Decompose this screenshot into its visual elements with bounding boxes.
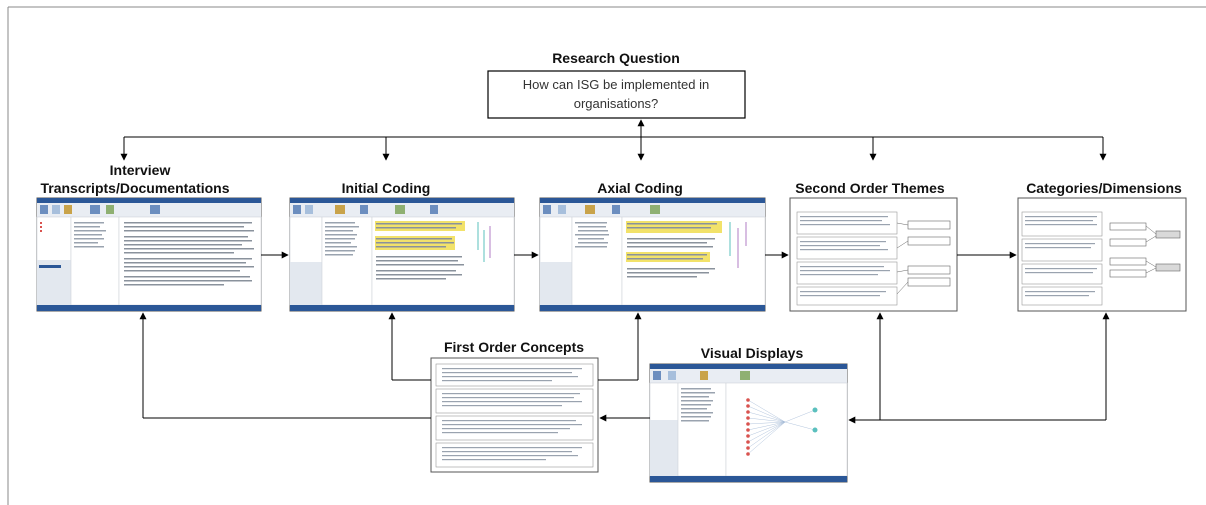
thumbnail-first-order-concepts [430,357,599,473]
stage-title-interview-line1: Interview [110,162,171,178]
research-question-box [487,70,746,119]
stage-title-interview-line2: Transcripts/Documentations [40,180,229,196]
stage-title-first-order: First Order Concepts [444,339,584,355]
thumbnail-second-order-themes [789,197,958,312]
thumbnail-axial-coding-software [539,197,766,312]
thumbnail-categories-dimensions [1017,197,1187,312]
research-question-line2: organisations? [574,96,659,111]
research-question-label: Research Question [552,50,680,66]
research-question-line1: How can ISG be implemented in [523,77,709,92]
stage-title-categories: Categories/Dimensions [1026,180,1182,196]
stage-title-axial-coding: Axial Coding [597,180,683,196]
stage-title-initial-coding: Initial Coding [342,180,431,196]
stage-title-second-order: Second Order Themes [795,180,945,196]
thumbnail-initial-coding-software [289,197,515,312]
thumbnail-interview-software [36,197,262,312]
stage-title-visual-displays: Visual Displays [701,345,804,361]
thumbnail-visual-displays [649,363,848,483]
